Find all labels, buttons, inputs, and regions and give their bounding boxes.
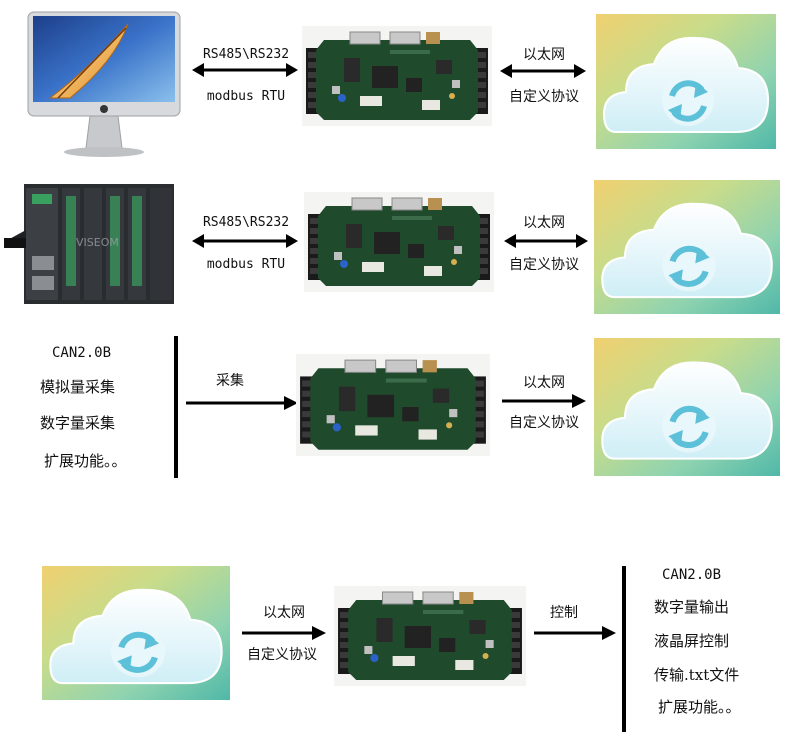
row3-feature-3: 扩展功能。。 (44, 452, 127, 470)
row2-cloud-sync-icon (594, 180, 780, 314)
row2-left-link-bottom-label: modbus RTU (206, 257, 286, 272)
row3-right-arrow (502, 394, 586, 408)
row3-controller-board-icon (295, 353, 491, 460)
row4-left-link-top-label: 以太网 (263, 605, 305, 621)
row4-output-2: 液晶屏控制 (654, 632, 730, 650)
row2-right-link-bottom-label: 自定义协议 (509, 257, 579, 273)
row4-left-arrow (242, 626, 326, 640)
row2-right-link-top-label: 以太网 (523, 215, 565, 231)
plc-rack-icon: VISEOM (4, 180, 184, 310)
row1-right-link-top-label: 以太网 (523, 47, 565, 63)
row3-left-arrow (186, 396, 298, 410)
row2-right-double-arrow (504, 234, 588, 248)
row1-left-link-top-label: RS485\RS232 (202, 47, 290, 62)
row4-right-link-label: 控制 (550, 605, 578, 621)
row1-right-link-bottom-label: 自定义协议 (509, 89, 579, 105)
row4-output-1: 数字量输出 (654, 598, 730, 616)
row3-right-link-top-label: 以太网 (523, 375, 565, 391)
row3-divider-bar (174, 336, 178, 478)
row1-left-link-bottom-label: modbus RTU (206, 89, 286, 104)
row1-left-double-arrow (192, 63, 298, 77)
row2-controller-board-icon (303, 191, 495, 296)
row4-output-0: CAN2.0B (662, 567, 722, 583)
row4-output-4: 扩展功能。。 (658, 698, 741, 716)
row4-output-3: 传输.txt文件 (654, 666, 740, 684)
row2-left-link-top-label: RS485\RS232 (202, 215, 290, 230)
row4-controller-board-icon (333, 585, 527, 690)
row1-cloud-sync-icon (596, 14, 776, 149)
row4-left-link-bottom-label: 自定义协议 (247, 647, 317, 663)
row3-left-link-label: 采集 (216, 373, 244, 389)
row1-controller-board-icon (301, 25, 493, 130)
row3-cloud-sync-icon (594, 338, 780, 476)
row3-feature-0: CAN2.0B (52, 345, 112, 361)
row3-feature-1: 模拟量采集 (40, 378, 116, 396)
row4-cloud-sync-icon (42, 566, 230, 700)
row1-right-double-arrow (500, 64, 586, 78)
row4-right-arrow (534, 626, 616, 640)
row4-divider-bar (622, 566, 626, 732)
row3-feature-2: 数字量采集 (40, 414, 116, 432)
imac-computer-icon (10, 10, 181, 160)
row2-left-double-arrow (192, 234, 298, 248)
row3-right-link-bottom-label: 自定义协议 (509, 415, 579, 431)
plc-watermark: VISEOM (76, 236, 119, 249)
